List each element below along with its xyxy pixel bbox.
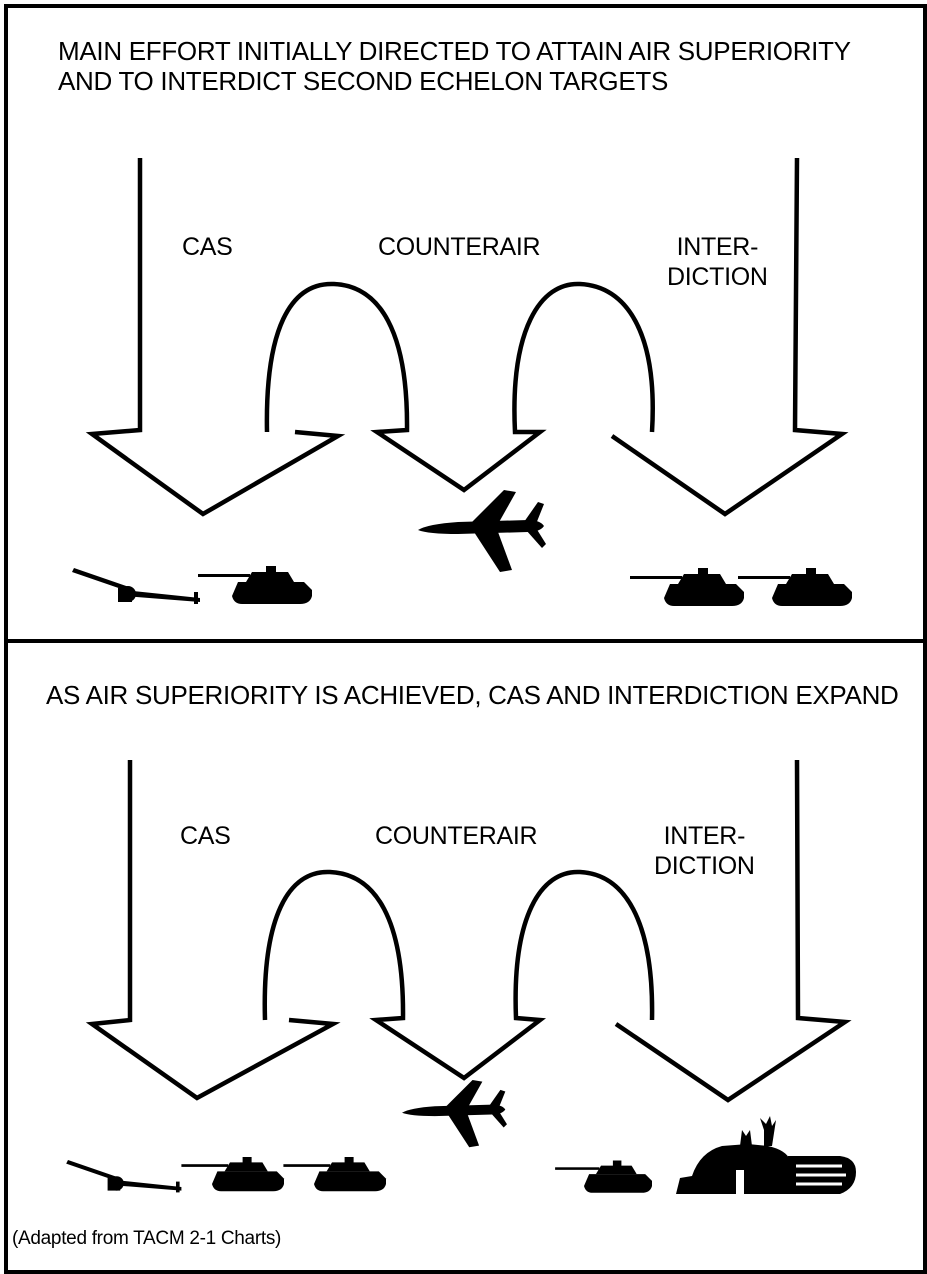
panel-2-interdiction-label: INTER- DICTION	[654, 822, 755, 880]
panel-2-interdiction-arrow	[614, 759, 852, 1103]
panel-1-interdiction-label: INTER- DICTION	[667, 233, 768, 291]
panel-2-tank-icon-2	[283, 1157, 386, 1192]
panel-2-jet-aircraft-icon	[402, 1080, 507, 1148]
panel-1-counterair-label: COUNTERAIR	[378, 233, 541, 261]
panel-1-artillery-icon	[72, 568, 200, 604]
panel-1-interdiction-arrow	[610, 157, 849, 517]
panel-2-counterair-label: COUNTERAIR	[375, 822, 538, 850]
panel-divider	[4, 639, 927, 643]
source-caption: (Adapted from TACM 2-1 Charts)	[12, 1228, 282, 1249]
panel-2-hangar-bunker-icon	[676, 1116, 856, 1194]
panel-1-cas-label: CAS	[182, 233, 233, 261]
panel-1-title: MAIN EFFORT INITIALLY DIRECTED TO ATTAIN…	[58, 36, 851, 96]
panel-1-jet-aircraft-icon	[418, 490, 546, 572]
panel-2-counterair-curved-arrow	[262, 869, 655, 1081]
panel-2-tank-icon	[181, 1157, 284, 1192]
panel-2-tank-icon-3	[555, 1160, 652, 1193]
panel-1-cas-arrow	[85, 158, 346, 517]
panel-1-counterair-curved-arrow	[264, 281, 655, 493]
panel-2-title: AS AIR SUPERIORITY IS ACHIEVED, CAS AND …	[46, 680, 899, 710]
panel-1-tank-icon-2	[630, 568, 744, 606]
panel-1-tank-icon	[198, 566, 312, 604]
panel-1-tank-icon-3	[738, 568, 852, 606]
panel-2-cas-arrow	[85, 760, 341, 1101]
panel-2-artillery-icon	[66, 1160, 182, 1193]
panel-2-cas-label: CAS	[180, 822, 231, 850]
